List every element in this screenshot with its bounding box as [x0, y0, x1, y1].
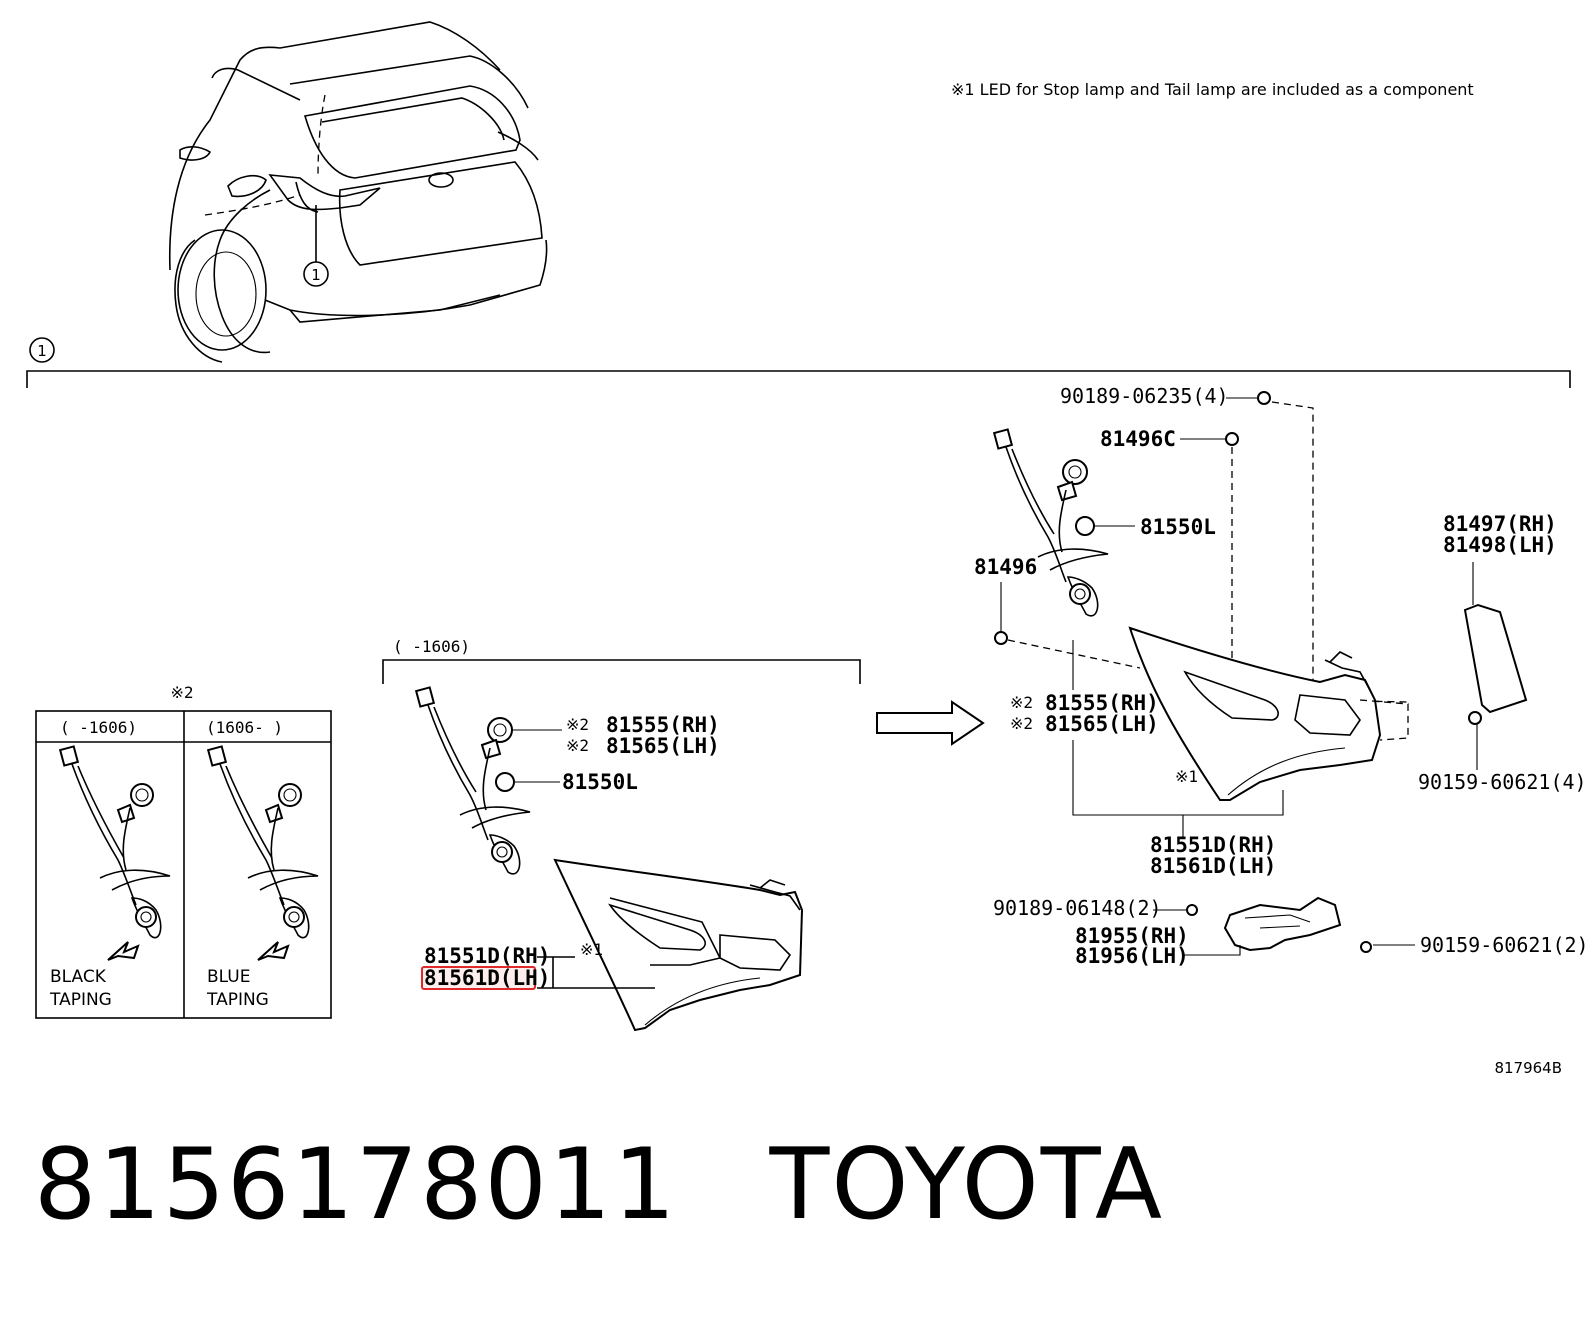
bracket-shape	[1223, 896, 1342, 952]
clip-c-icon	[1225, 432, 1239, 446]
inset-right-range: (1606- )	[206, 718, 283, 737]
cover-lh-label: 81498(LH)	[1443, 533, 1557, 557]
middle-lamp-lh: 81561D(LH)	[424, 966, 550, 990]
nut-top-icon	[1257, 391, 1271, 405]
screw-bottom-icon	[1360, 941, 1372, 953]
highlight-box	[421, 966, 536, 990]
harness-black-taping	[58, 745, 171, 961]
part-number-footer: 8156178011 TOYOTA	[34, 1128, 1164, 1242]
garnish-cover-shape	[1463, 603, 1528, 714]
middle-socket-lh-mark: ※2	[566, 736, 589, 755]
right-socket-lh-mark: ※2	[1010, 714, 1033, 733]
brand-name: TOYOTA	[769, 1128, 1165, 1242]
inset-left-range: ( -1606)	[60, 718, 137, 737]
bracket-rh-label: 81955(RH)	[1075, 924, 1189, 948]
blue-taping-caption-1: BLUE	[207, 967, 250, 987]
right-lamp-rh: 81551D(RH)	[1150, 833, 1276, 857]
nut-bottom-label: 90189-06148(2)	[993, 896, 1162, 920]
right-socket-rh-mark: ※2	[1010, 693, 1033, 712]
middle-range: ( -1606)	[393, 637, 470, 656]
right-lamp-mark: ※1	[1175, 767, 1198, 786]
clip-c-label: 81496C	[1100, 427, 1176, 451]
screw-bottom-label: 90159-60621(2)	[1420, 933, 1589, 957]
clip-label: 81496	[974, 555, 1037, 579]
bracket-lh-label: 81956(LH)	[1075, 944, 1189, 968]
car-rear-illustration	[168, 21, 548, 363]
harness-blue-taping	[206, 745, 319, 961]
right-socket-rh: 81555(RH)	[1045, 691, 1159, 715]
callout-number-section: 1	[37, 342, 47, 360]
part-number: 8156178011	[34, 1128, 678, 1242]
blue-taping-caption-2: TAPING	[206, 990, 269, 1010]
black-taping-caption-2: TAPING	[49, 990, 112, 1010]
direction-arrow	[876, 700, 985, 746]
callout-number-top: 1	[311, 266, 321, 284]
nut-bottom-icon	[1186, 904, 1198, 916]
middle-harness	[414, 686, 531, 875]
right-bulb-label: 81550L	[1140, 515, 1216, 539]
middle-bracket	[382, 659, 861, 684]
cover-rh-label: 81497(RH)	[1443, 512, 1557, 536]
middle-lamp-mark: ※1	[580, 940, 603, 959]
screw-right-icon	[1468, 711, 1482, 725]
section-bracket	[26, 370, 1571, 388]
middle-socket-rh-mark: ※2	[566, 715, 589, 734]
inset-mark: ※2	[170, 683, 193, 702]
black-taping-caption-1: BLACK	[50, 967, 107, 987]
middle-bulb: 81550L	[562, 770, 638, 794]
right-harness	[992, 428, 1109, 617]
middle-lamp-rh: 81551D(RH)	[424, 944, 550, 968]
middle-socket-lh: 81565(LH)	[606, 734, 720, 758]
right-socket-lh: 81565(LH)	[1045, 712, 1159, 736]
callout-circle-top	[303, 261, 329, 287]
right-assembly: 90189-06235(4) 81496C 81550L 81496	[974, 384, 1589, 968]
screw-right-label: 90159-60621(4)	[1418, 770, 1587, 794]
middle-assembly: ( -1606) ※2 81555(RH) ※2 81565(LH) 81550…	[382, 637, 861, 1032]
nut-top-label: 90189-06235(4)	[1060, 384, 1229, 408]
clip-icon	[994, 631, 1008, 645]
diagram-reference: 817964B	[1494, 1059, 1562, 1077]
right-lamp-lh: 81561D(LH)	[1150, 854, 1276, 878]
component-note: ※1 LED for Stop lamp and Tail lamp are i…	[951, 80, 1474, 99]
callout-circle-section	[29, 337, 55, 363]
socket-variant-inset: ※2 ( -1606) (1606- ) BLACK TAPING	[35, 683, 332, 1019]
middle-socket-rh: 81555(RH)	[606, 713, 720, 737]
right-tail-lamp	[1128, 626, 1409, 801]
